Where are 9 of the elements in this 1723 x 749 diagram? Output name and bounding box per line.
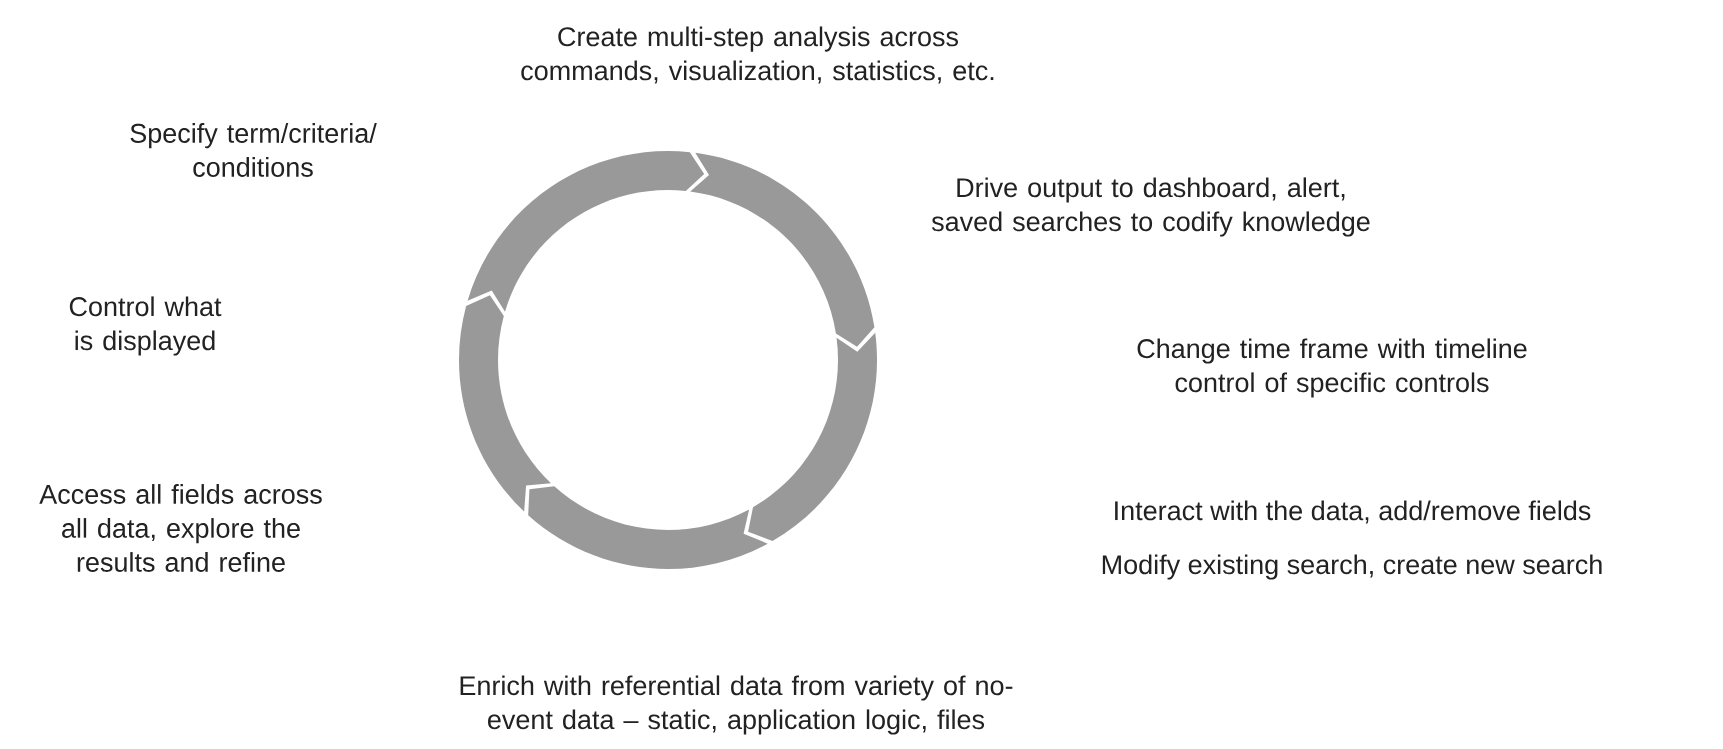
caption-text: Access all fields across all data, explore the results and refine xyxy=(39,484,322,572)
caption-text: Modify existing search, create new search xyxy=(1102,554,1602,580)
caption-text: Drive output to dashboard, alert, saved searches to codify knowledge xyxy=(931,177,1370,237)
caption-text: Interact with the data, add/remove fields xyxy=(1115,500,1591,524)
caption-text: Specify term/criteria/ conditions xyxy=(130,123,377,177)
caption-text: Create multi-step analysis across commands, visualization, statistics, etc. xyxy=(521,26,994,84)
caption-text: Enrich with referential data from variety of no-event data – static, application logic, files xyxy=(460,675,1013,735)
caption-text: Change time frame with timeline control of specific controls xyxy=(1137,338,1527,398)
caption-text: Control what is displayed xyxy=(69,296,222,356)
